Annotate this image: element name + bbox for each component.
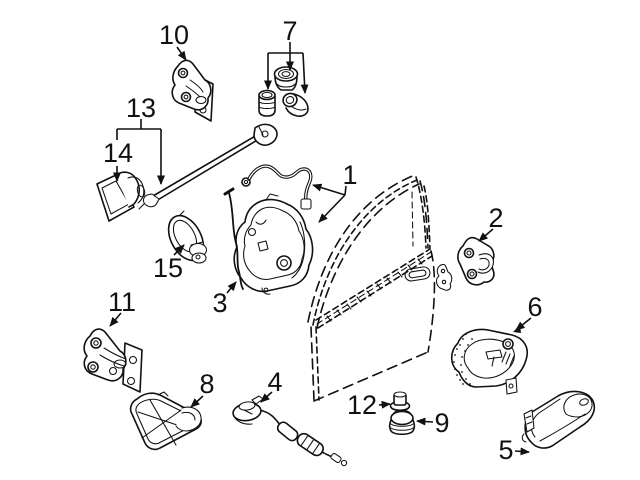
callout-2-arrow <box>478 228 494 242</box>
door-panel-outline <box>307 174 453 402</box>
callout-12-arrow <box>378 400 391 409</box>
part-1-door-lock-actuator <box>233 193 314 295</box>
callout-8-arrow <box>190 395 204 408</box>
part-4-lock-cylinder-cable <box>232 395 348 467</box>
door-lower-panel <box>310 250 436 402</box>
callout-10-label: 10 <box>159 20 189 50</box>
callout-7-arrow-right <box>300 52 309 94</box>
callout-1-arrow-cable <box>312 183 346 196</box>
belt-line-hatching <box>326 258 423 322</box>
part-12-plug <box>389 391 411 412</box>
callout-10: 10 <box>159 20 189 61</box>
grommet-top <box>273 66 299 91</box>
door-belt-line <box>315 248 433 329</box>
callout-8-label: 8 <box>199 369 214 399</box>
part-8-interior-handle-bezel <box>129 391 202 451</box>
callout-11-arrow <box>109 312 122 327</box>
part-10-upper-door-hinge <box>171 59 214 122</box>
callout-9-arrow <box>416 417 434 426</box>
callout-4: 4 <box>260 367 283 403</box>
callout-3: 3 <box>212 281 237 318</box>
callout-15: 15 <box>153 244 185 283</box>
part-3-lock-rod <box>223 187 244 290</box>
callout-12: 12 <box>347 390 391 420</box>
part-11-lower-door-hinge <box>83 328 143 393</box>
callout-1-arrow-latch <box>318 194 346 223</box>
callout-6-label: 6 <box>527 292 542 322</box>
carrier-stipple <box>453 333 473 385</box>
callout-3-arrow <box>226 281 237 294</box>
callout-4-arrow <box>260 391 273 403</box>
callout-1-label: 1 <box>342 160 357 190</box>
callout-9-label: 9 <box>434 408 449 438</box>
callout-4-label: 4 <box>267 367 282 397</box>
door-handle-cutout <box>404 266 431 282</box>
callout-14-label: 14 <box>103 138 133 168</box>
door-edge-lock-detail <box>435 263 453 291</box>
part-15-lock-bracket <box>167 210 208 264</box>
callout-1-stem <box>344 185 347 196</box>
part-5-exterior-door-handle <box>521 390 596 449</box>
callout-15-label: 15 <box>153 253 183 283</box>
callout-5-label: 5 <box>498 435 513 465</box>
callout-7-label: 7 <box>282 16 297 46</box>
callout-12-label: 12 <box>347 390 377 420</box>
callout-10-arrow <box>176 46 187 61</box>
callout-11-label: 11 <box>108 287 136 317</box>
grommet-right <box>282 92 309 117</box>
part-9-grommet <box>388 409 416 436</box>
callout-13-label: 13 <box>126 93 156 123</box>
door-window-frame <box>307 174 431 329</box>
callout-15-arrow <box>173 244 185 256</box>
callout-13: 13 <box>116 93 165 185</box>
callout-7: 7 <box>264 16 309 94</box>
part-7-grommet-set <box>258 66 309 117</box>
part-6-handle-carrier <box>450 325 528 395</box>
callout-6: 6 <box>515 292 543 331</box>
callout-5: 5 <box>498 435 530 465</box>
callout-1: 1 <box>312 160 358 223</box>
callout-5-arrow <box>514 447 530 456</box>
callout-3-label: 3 <box>212 288 227 318</box>
callout-8: 8 <box>190 369 215 408</box>
callout-2: 2 <box>478 203 504 242</box>
part-13-door-check-strap <box>138 123 278 210</box>
grommet-left <box>258 89 276 117</box>
part-2-door-striker <box>457 236 495 286</box>
callout-14: 14 <box>103 138 133 182</box>
callout-6-arrow <box>515 317 532 331</box>
part-1-lock-cable <box>241 164 313 210</box>
callout-11: 11 <box>108 287 136 327</box>
part-14-check-strap-boot <box>96 171 146 222</box>
callout-9: 9 <box>416 408 450 438</box>
callout-2-label: 2 <box>488 203 503 233</box>
